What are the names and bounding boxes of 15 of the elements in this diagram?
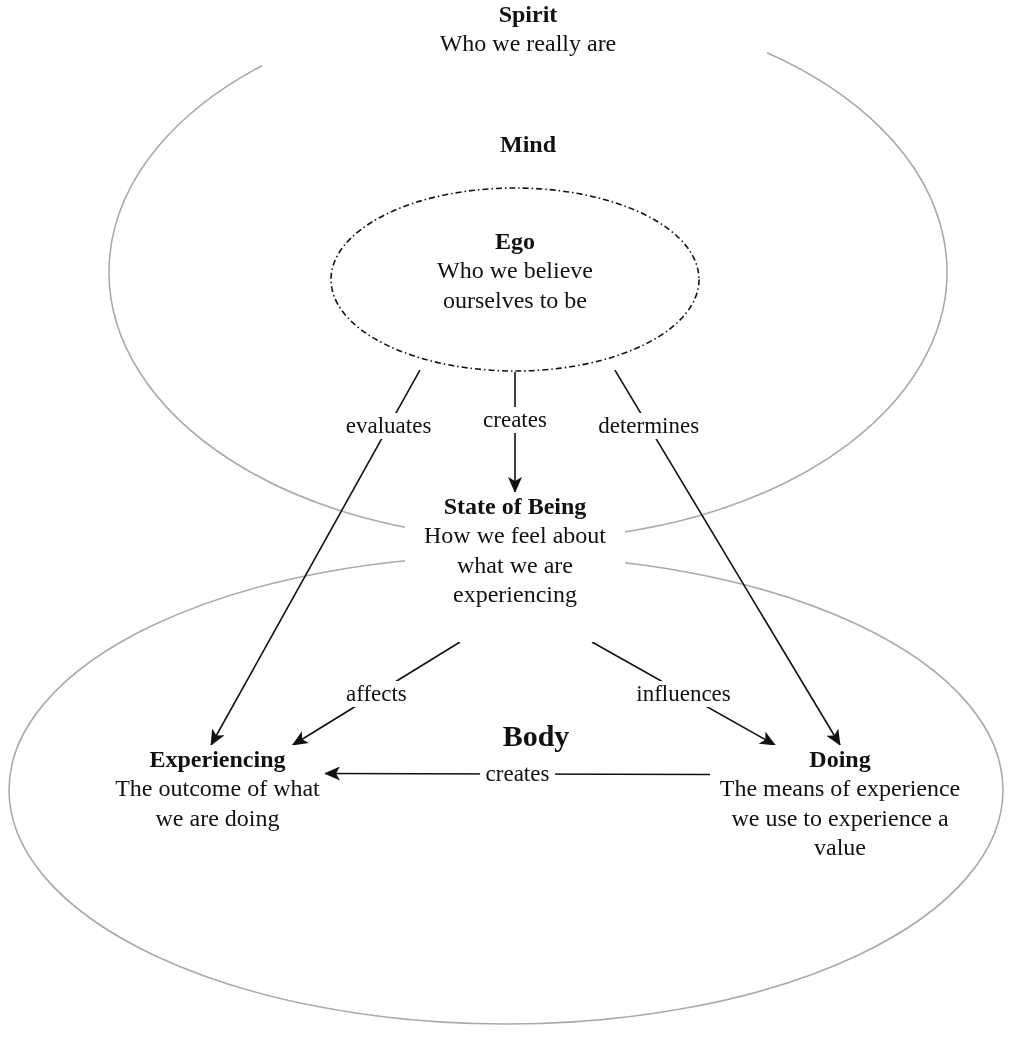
node-description: The means of experience we use to experience a value bbox=[718, 774, 962, 862]
node-heading: Experiencing bbox=[149, 745, 286, 774]
node-heading: State of Being bbox=[443, 492, 587, 521]
node-heading: Mind bbox=[499, 130, 557, 159]
node-heading: Spirit bbox=[497, 0, 559, 29]
node-heading: Ego bbox=[494, 227, 536, 256]
node-description: The outcome of what we are doing bbox=[114, 774, 321, 833]
node-heading: Doing bbox=[809, 745, 871, 774]
node-description: Who we believe ourselves to be bbox=[436, 256, 594, 315]
arrow bbox=[614, 369, 841, 746]
ego-ellipse bbox=[330, 187, 700, 372]
node-description: Who we really are bbox=[438, 29, 618, 59]
arrow bbox=[210, 369, 421, 746]
node-heading: Body bbox=[501, 718, 571, 754]
node-description: How we feel about what we are experiencing bbox=[423, 521, 607, 609]
